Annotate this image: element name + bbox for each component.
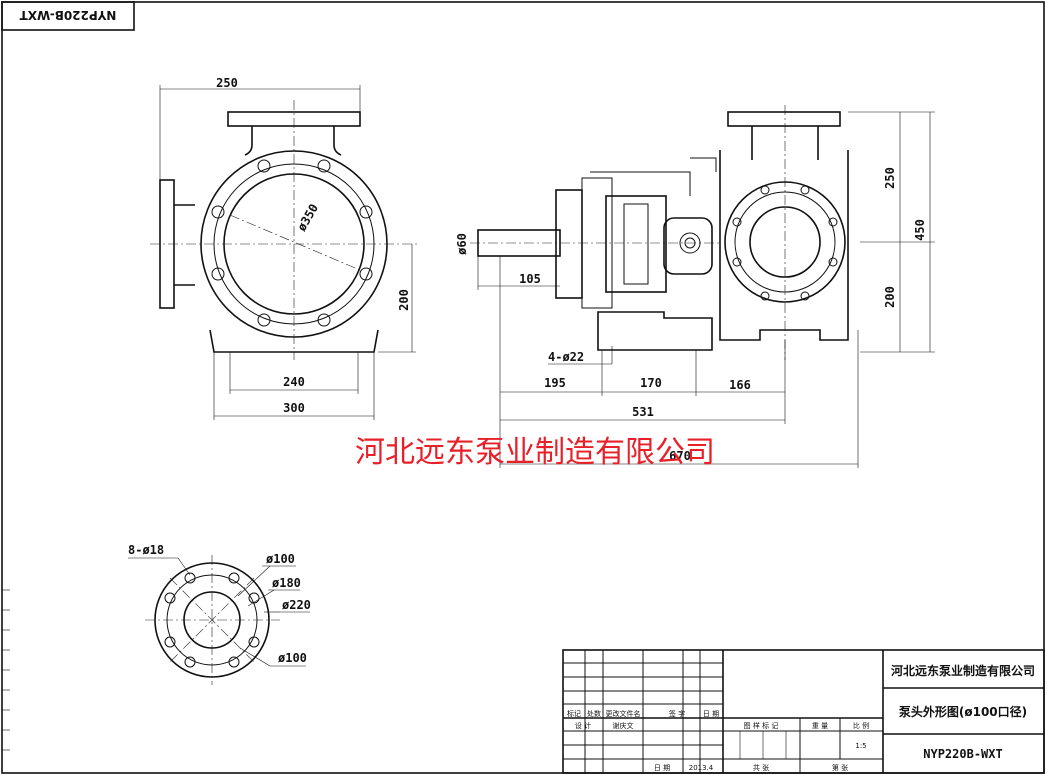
tb-signature-label: 签 字: [669, 709, 685, 718]
dim-side-195: 195: [544, 376, 566, 390]
dim-side-shaft-dia: ø60: [455, 233, 469, 255]
drawing-code-tab: NYP220B-WXT: [1, 1, 135, 31]
code-tab-text: NYP220B-WXT: [19, 8, 117, 22]
tb-drawing-number: NYP220B-WXT: [923, 747, 1002, 761]
tb-stage-mark-label: 图 样 标 记: [744, 721, 779, 730]
tb-date-value: 2013.4: [689, 764, 714, 772]
tb-design-label: 设 计: [575, 721, 591, 730]
flange-holes-label: 8-ø18: [128, 543, 164, 557]
flange-d180-label: ø180: [272, 576, 301, 590]
dim-side-531: 531: [632, 405, 654, 419]
dim-side-lower-height: 200: [883, 286, 897, 308]
tb-weight-label: 重 量: [812, 722, 828, 730]
tb-date2-label: 日 期: [654, 764, 670, 772]
flange-d100-bottom-label: ø100: [278, 651, 307, 665]
dim-front-center-height: 200: [397, 289, 411, 311]
dim-side-total-height: 450: [913, 219, 927, 241]
title-block: [562, 649, 1045, 774]
tb-mark-label: 标记: [567, 709, 581, 718]
flange-d100-top-label: ø100: [266, 552, 295, 566]
dim-side-upper-height: 250: [883, 167, 897, 189]
dim-side-total: 670: [669, 449, 691, 463]
watermark: 河北远东泵业制造有限公司: [355, 435, 715, 470]
dim-front-top-width: 250: [216, 76, 238, 90]
tb-company: 河北远东泵业制造有限公司: [890, 663, 1035, 678]
dim-front-base-outer: 300: [283, 401, 305, 415]
tb-total-sheets-label: 共 张: [753, 763, 769, 772]
tb-date-label: 日 期: [703, 710, 719, 718]
tb-ratio-label: 比 例: [853, 721, 869, 730]
dim-front-base-inner: 240: [283, 375, 305, 389]
flange-view: [128, 555, 310, 685]
tb-designer-name: 谢庆文: [613, 721, 634, 730]
tb-change-doc-label: 更改文件名: [606, 709, 641, 718]
side-view: [470, 105, 935, 468]
flange-d220-label: ø220: [282, 598, 311, 612]
dim-side-shaft-ext: 105: [519, 272, 541, 286]
dim-side-166: 166: [729, 378, 751, 392]
dim-side-bolt-holes: 4-ø22: [548, 350, 584, 364]
tb-drawing-title: 泵头外形图(ø100口径): [899, 704, 1027, 719]
tb-count-label: 处数: [587, 709, 601, 718]
tb-scale-value: 1:5: [855, 742, 866, 750]
dim-front-flange-dia: ø350: [294, 201, 321, 233]
tb-sheet-no-label: 第 张: [832, 763, 848, 772]
dim-side-170: 170: [640, 376, 662, 390]
front-view: [150, 85, 420, 420]
